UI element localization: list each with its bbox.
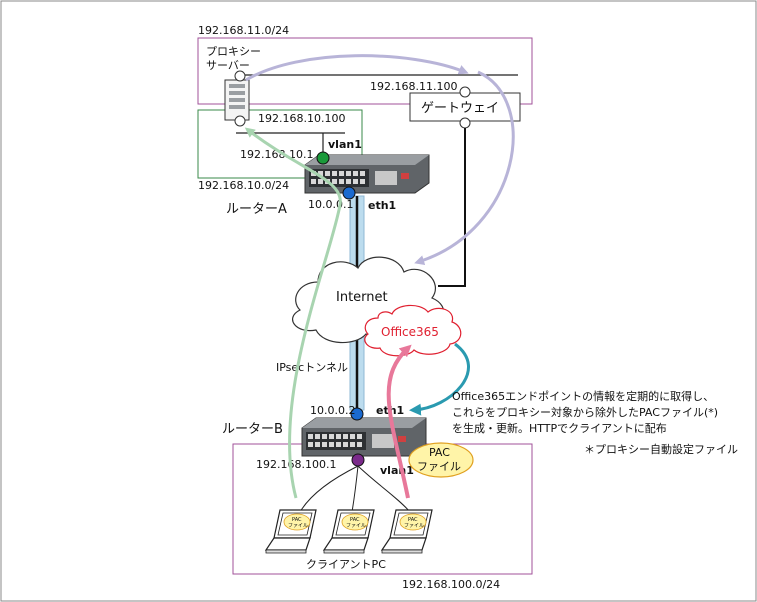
teal-flow-router-b: [409, 342, 470, 416]
proxy-network-box: [197, 37, 533, 105]
lan-a-box: [197, 109, 363, 179]
router-a-wan-ip: 10.0.0.1: [308, 198, 353, 211]
router-a-lan-ip: 192.168.10.1: [240, 148, 313, 161]
pac-badge-line1: PAC: [429, 446, 450, 459]
lan-a-cidr: 192.168.10.0/24: [198, 179, 289, 192]
office365-cloud: [364, 304, 462, 357]
svg-text:PAC: PAC: [292, 517, 302, 523]
green-flow-proxy: [244, 127, 342, 499]
pink-flow-office365: [386, 344, 412, 499]
lavender-flow-internet: [414, 70, 515, 265]
client-pc-label: クライアントPC: [306, 558, 386, 571]
gateway-ip: 192.168.11.100: [370, 80, 457, 93]
note-line-1: Office365エンドポイントの情報を定期的に取得し、: [452, 389, 714, 403]
lavender-flow-gateway: [245, 54, 469, 82]
router-b-label: ルーターB: [222, 422, 283, 437]
svg-text:PAC: PAC: [408, 517, 418, 523]
proxy-label-1: プロキシー: [206, 45, 261, 58]
client-pc-3: PAC ファイル: [381, 509, 433, 554]
note-footnote: ＊プロキシー自動設定ファイル: [584, 442, 738, 456]
client-pc-2: PAC ファイル: [323, 509, 375, 554]
pac-file-badge: [408, 442, 474, 478]
router-b-eth-port: [350, 407, 364, 421]
office365-label: Office365: [381, 325, 439, 339]
tunnel-label: IPsecトンネル: [276, 361, 348, 374]
proxy-label-2: サーバー: [206, 59, 250, 72]
gateway-label: ゲートウェイ: [421, 101, 499, 116]
note-line-3: を生成・更新。HTTPでクライアントに配布: [452, 421, 667, 435]
proxy-net-cidr: 192.168.11.0/24: [198, 24, 289, 37]
svg-text:ファイル: ファイル: [288, 523, 308, 529]
proxy-server-icon: [224, 70, 250, 127]
router-b-vlan-port: [351, 453, 365, 467]
internet-label: Internet: [336, 290, 388, 305]
router-b-lan-ip: 192.168.100.1: [256, 458, 336, 471]
svg-text:ファイル: ファイル: [346, 523, 366, 529]
svg-text:PAC: PAC: [350, 517, 360, 523]
router-a-label: ルーターA: [226, 202, 287, 217]
gateway-bottom-port: [459, 117, 471, 129]
router-a-eth-port: [342, 186, 356, 200]
svg-text:ファイル: ファイル: [404, 523, 424, 529]
client-links: [299, 465, 411, 513]
router-a-vlan-port: [316, 151, 330, 165]
client-pc-1: PAC ファイル: [265, 509, 317, 554]
proxy-lan-ip: 192.168.10.100: [258, 112, 345, 125]
gateway-top-port: [459, 86, 471, 98]
router-b-icon: [301, 417, 427, 457]
router-b-wan-ip: 10.0.0.2: [310, 404, 355, 417]
note-line-2: これらをプロキシー対象から除外したPACファイル(*): [452, 405, 718, 419]
lan-b-cidr: 192.168.100.0/24: [402, 578, 500, 591]
router-a-vlan-label: vlan1: [328, 138, 362, 151]
pac-badge-line2: ファイル: [417, 460, 461, 473]
router-a-eth-label: eth1: [368, 199, 396, 212]
router-b-vlan-label: vlan1: [380, 464, 414, 477]
gateway-internet-link: [438, 128, 466, 287]
gateway-box: [409, 92, 521, 122]
